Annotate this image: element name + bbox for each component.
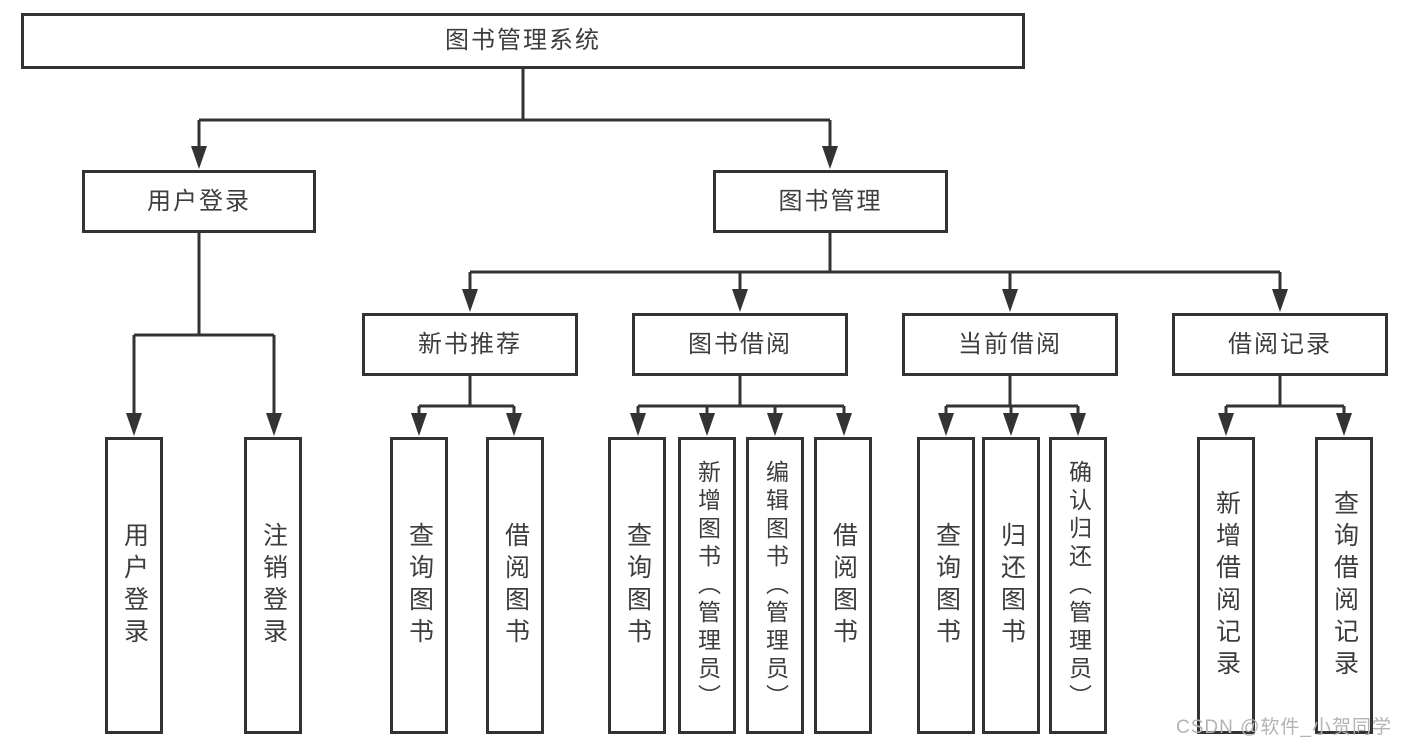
connector-book-mgmt-branch <box>468 233 1282 291</box>
connector-current-borrow-branch <box>944 376 1080 414</box>
leaf-current-return-books: 归还图书 <box>982 437 1040 734</box>
leaf-records-add-record: 新增借阅记录 <box>1197 437 1255 734</box>
leaf-current-confirm-return-admin: 确认归还（管理员） <box>1049 437 1107 734</box>
leaf-current-query-books: 查询图书 <box>917 437 975 734</box>
node-current-borrow: 当前借阅 <box>902 313 1118 376</box>
arrowheads-current-borrow-branch <box>938 413 1086 436</box>
arrowheads-user-login-branch <box>126 413 282 436</box>
arrowheads-book-borrow-branch <box>630 413 852 436</box>
node-root-system: 图书管理系统 <box>21 13 1025 69</box>
node-new-book-recommend: 新书推荐 <box>362 313 578 376</box>
arrowheads-book-mgmt-branch <box>462 289 1288 312</box>
csdn-watermark: CSDN @软件_小贺同学 <box>1176 717 1392 738</box>
connector-new-books-branch <box>417 376 516 414</box>
node-user-login: 用户登录 <box>82 170 316 233</box>
leaf-newrec-borrow-books: 借阅图书 <box>486 437 544 734</box>
connector-book-borrow-branch <box>636 376 846 414</box>
node-book-borrow: 图书借阅 <box>632 313 848 376</box>
leaf-records-query-record: 查询借阅记录 <box>1315 437 1373 734</box>
leaf-borrow-borrow-books: 借阅图书 <box>814 437 872 734</box>
arrowheads-new-books-branch <box>411 413 522 436</box>
leaf-borrow-edit-books-admin: 编辑图书（管理员） <box>746 437 804 734</box>
leaf-borrow-query-books: 查询图书 <box>608 437 666 734</box>
leaf-user-login: 用户登录 <box>105 437 163 734</box>
connector-user-login-branch <box>132 233 276 414</box>
connector-root-branch <box>197 69 832 150</box>
connector-borrow-records-branch <box>1224 376 1346 414</box>
node-borrow-records: 借阅记录 <box>1172 313 1388 376</box>
node-book-management: 图书管理 <box>713 170 948 233</box>
leaf-newrec-query-books: 查询图书 <box>390 437 448 734</box>
leaf-logout: 注销登录 <box>244 437 302 734</box>
leaf-borrow-add-books-admin: 新增图书（管理员） <box>678 437 736 734</box>
arrowheads-root-branch <box>191 146 838 169</box>
arrowheads-borrow-records-branch <box>1218 413 1352 436</box>
